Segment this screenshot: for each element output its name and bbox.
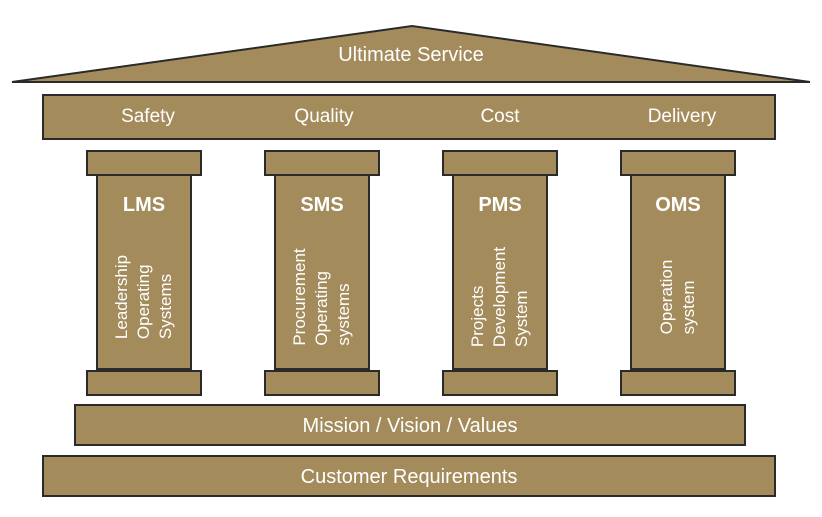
pillar-pms-top-cap (442, 150, 558, 176)
beam-label-delivery: Delivery (647, 106, 717, 127)
pillar-sms-base-cap (264, 370, 380, 396)
pillar-oms-top-cap (620, 150, 736, 176)
customer-label: Customer Requirements (300, 466, 518, 488)
pillar-lms-top-cap (86, 150, 202, 176)
pillar-code: SMS (300, 194, 344, 216)
beam-label-quality: Quality (294, 106, 354, 127)
beam-label-safety: Safety (121, 106, 175, 127)
roof-triangle (11, 24, 811, 83)
pillar-code: LMS (122, 194, 166, 216)
customer-foundation: Customer Requirements (42, 455, 776, 497)
pillar-description: Leadership Operating Systems (112, 254, 175, 340)
beam-label-cost: Cost (480, 106, 520, 127)
mission-foundation: Mission / Vision / Values (74, 404, 746, 446)
pillar-description: Projects Development System (468, 246, 531, 348)
roof (11, 24, 811, 83)
mission-label: Mission / Vision / Values (302, 415, 518, 437)
values-beam: Safety Quality Cost Delivery (42, 94, 776, 140)
pillar-code: OMS (655, 194, 701, 216)
pillar-oms-base-cap (620, 370, 736, 396)
pillar-oms: OMS Operation system (630, 174, 726, 370)
roof-title: Ultimate Service (338, 44, 484, 66)
pillar-description: Procurement Operating systems (290, 248, 353, 346)
pillar-pms: PMS Projects Development System (452, 174, 548, 370)
pillar-lms: LMS Leadership Operating Systems (96, 174, 192, 370)
pillar-pms-base-cap (442, 370, 558, 396)
pillar-sms-top-cap (264, 150, 380, 176)
pillar-sms: SMS Procurement Operating systems (274, 174, 370, 370)
pillar-code: PMS (478, 194, 522, 216)
pillar-lms-base-cap (86, 370, 202, 396)
pillar-description: Operation system (657, 259, 698, 335)
